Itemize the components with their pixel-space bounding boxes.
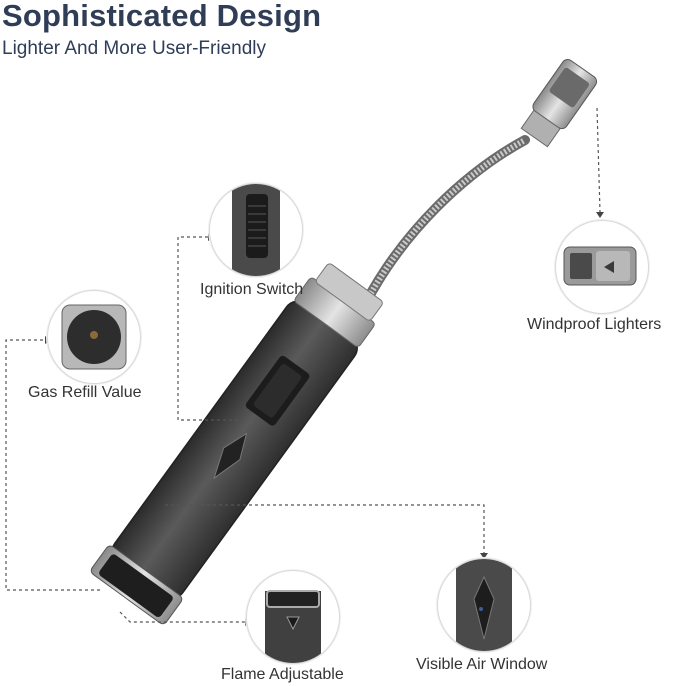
- ignition-switch-label: Ignition Switch: [200, 281, 304, 298]
- nozzle-head: [520, 59, 598, 148]
- page-title: Sophisticated Design: [2, 0, 322, 33]
- leader-ignition: [177, 236, 238, 421]
- leader-windproof: [596, 107, 601, 213]
- lighter-handle: [90, 263, 383, 625]
- ignition-switch-detail: [209, 183, 303, 277]
- leader-flame: [119, 611, 245, 623]
- gas-refill-label: Gas Refill Value: [28, 384, 142, 401]
- flame-adjustable-detail: [246, 570, 340, 664]
- visible-air-window-detail: [437, 558, 531, 652]
- flame-adjustable-label: Flame Adjustable: [221, 666, 344, 683]
- leader-gas: [5, 339, 100, 591]
- windproof-lighter-detail: [555, 220, 649, 314]
- visible-air-window-label: Visible Air Window: [416, 656, 548, 673]
- page-subtitle: Lighter And More User-Friendly: [2, 38, 266, 59]
- gas-refill-detail: [47, 290, 141, 384]
- leader-air: [165, 504, 485, 553]
- windproof-lighters-label: Windproof Lighters: [527, 316, 662, 333]
- flexible-neck: [353, 135, 530, 323]
